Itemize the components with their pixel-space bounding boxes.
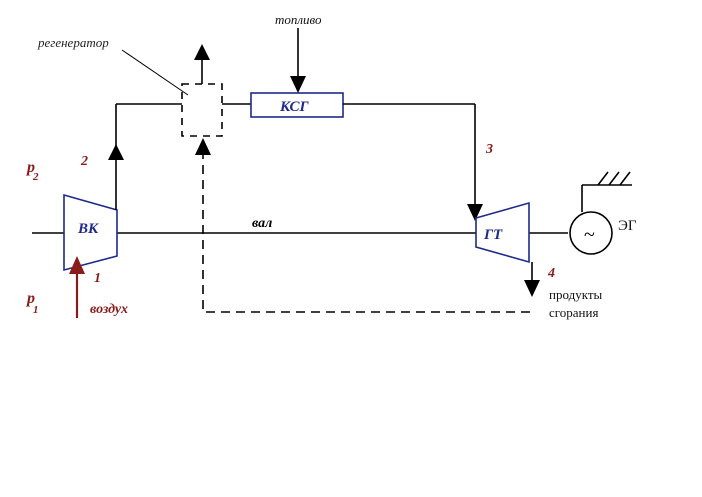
point2-arrow: [108, 144, 124, 160]
fuel-arrow: [290, 76, 306, 93]
shaft-label: вал: [252, 216, 272, 231]
turbine-gt: [475, 201, 530, 264]
pressure-p1-symbol: p: [25, 290, 35, 307]
products-label-line1: продукты: [549, 287, 603, 302]
point3-arrow: [467, 204, 483, 221]
exhaust-return-dashed-line: [202, 155, 530, 313]
electric-generator: [569, 211, 613, 255]
turbine-label: ГТ: [483, 227, 503, 243]
air-label: воздух: [90, 302, 128, 317]
compressor-label: ВК: [77, 221, 99, 237]
combustion-chamber-label: КСГ: [279, 99, 309, 115]
air-inlet-arrow: [69, 256, 85, 274]
pressure-p2-subscript: 2: [32, 171, 39, 183]
regenerator-box: [181, 83, 223, 137]
state-point-3: 3: [485, 142, 493, 157]
regenerator-label: регенератор: [37, 35, 109, 50]
products-label-line2: сгорания: [549, 305, 598, 320]
generator-symbol: ~: [584, 224, 595, 246]
regenerator-exhaust-arrow: [194, 44, 210, 60]
point4-arrow: [524, 280, 540, 297]
generator-label: ЭГ: [618, 218, 637, 234]
ground-hatch-3: [619, 171, 631, 186]
ground-hatch-2: [608, 171, 620, 186]
regenerator-leader-line: [121, 49, 189, 96]
compressor-vk: [63, 193, 118, 272]
fuel-label: топливо: [275, 12, 322, 27]
state-point-1: 1: [94, 271, 101, 286]
exhaust-return-arrow: [195, 138, 211, 155]
combustion-chamber-ksg: [250, 92, 344, 118]
state-point-2: 2: [80, 154, 88, 169]
pressure-p1-subscript: 1: [33, 304, 39, 316]
ground-hatch-1: [597, 171, 609, 186]
pressure-p2-symbol: p: [25, 159, 35, 176]
state-point-4: 4: [547, 266, 555, 281]
